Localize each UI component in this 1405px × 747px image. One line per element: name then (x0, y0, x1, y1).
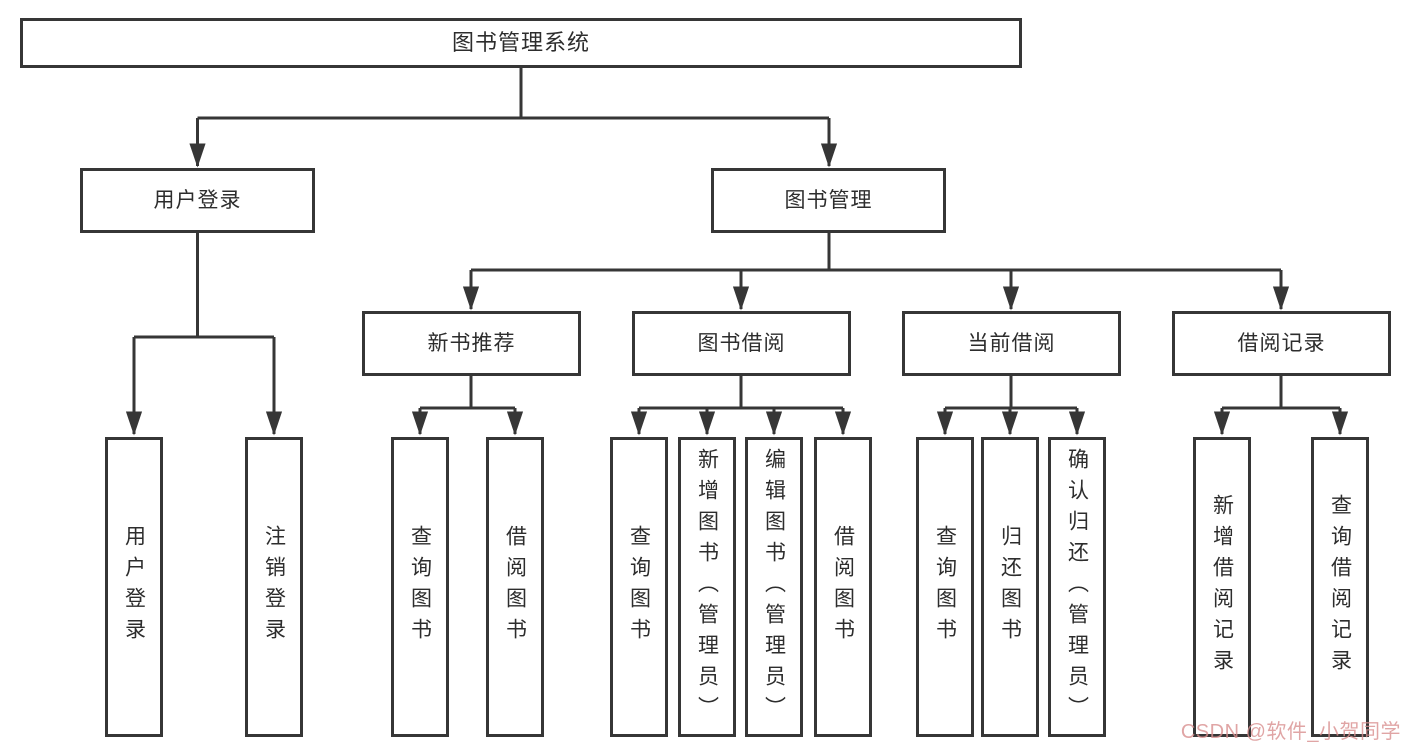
leaf-borrow-books-borrowing: 借阅图书 (814, 437, 872, 737)
leaf-query-borrow-record: 查询借阅记录 (1311, 437, 1369, 737)
watermark: CSDN @软件_小贺同学 (1180, 721, 1401, 743)
node-root-library-management-system: 图书管理系统 (20, 18, 1022, 68)
node-new-book-recommendation: 新书推荐 (362, 311, 581, 376)
leaf-add-borrow-record: 新增借阅记录 (1193, 437, 1251, 737)
leaf-borrow-books-recommend: 借阅图书 (486, 437, 544, 737)
leaf-confirm-return-admin: 确认归还（管理员） (1048, 437, 1106, 737)
leaf-logout: 注销登录 (245, 437, 303, 737)
connector-stems (134, 68, 1340, 410)
leaf-query-books-current: 查询图书 (916, 437, 974, 737)
node-borrowing-records: 借阅记录 (1172, 311, 1391, 376)
leaf-edit-book-admin: 编辑图书（管理员） (745, 437, 803, 737)
leaf-return-book: 归还图书 (981, 437, 1039, 737)
node-user-login: 用户登录 (80, 168, 315, 233)
node-book-management: 图书管理 (711, 168, 946, 233)
leaf-add-book-admin: 新增图书（管理员） (678, 437, 736, 737)
node-current-borrowing: 当前借阅 (902, 311, 1121, 376)
leaf-user-login: 用户登录 (105, 437, 163, 737)
node-book-borrowing: 图书借阅 (632, 311, 851, 376)
leaf-query-books-borrowing: 查询图书 (610, 437, 668, 737)
leaf-query-books-recommend: 查询图书 (391, 437, 449, 737)
